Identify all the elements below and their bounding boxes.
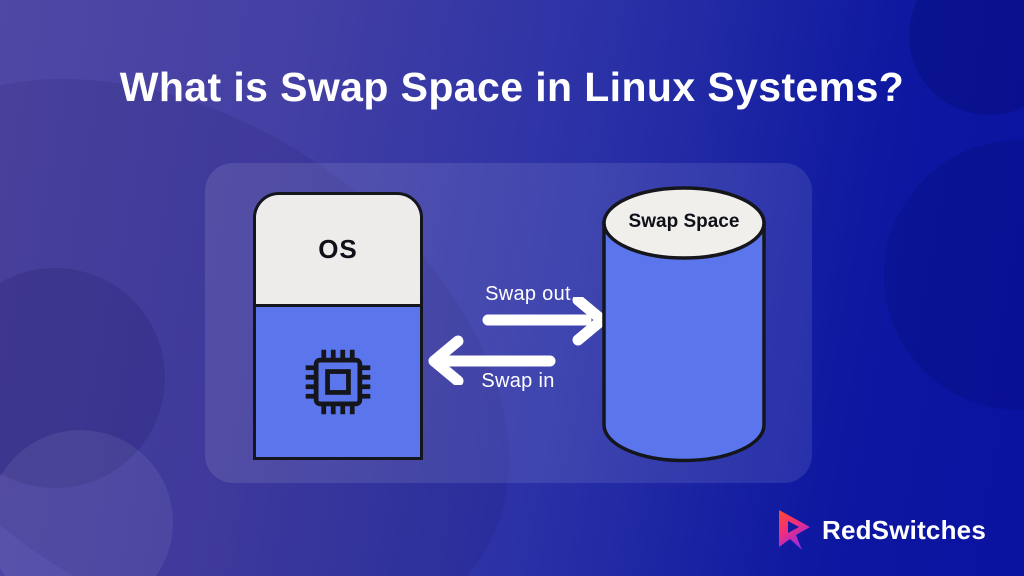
swap-out-arrow bbox=[482, 297, 608, 346]
cylinder-shape bbox=[602, 186, 766, 463]
brand-name: RedSwitches bbox=[821, 514, 986, 545]
swap-space-cylinder: Swap Space bbox=[601, 185, 767, 465]
page-title: What is Swap Space in Linux Systems? bbox=[119, 64, 905, 110]
cpu-chip-icon bbox=[305, 349, 371, 415]
swap-in-label: Swap in bbox=[481, 370, 555, 392]
os-label: OS bbox=[318, 234, 358, 264]
swap-out-label: Swap out bbox=[485, 283, 571, 305]
os-memory-block: OS bbox=[253, 192, 423, 460]
swap-arrows bbox=[428, 297, 608, 385]
redswitches-logo-icon bbox=[778, 510, 810, 550]
brand-logo: RedSwitches bbox=[776, 506, 986, 554]
diagram-panel: OS bbox=[205, 163, 812, 483]
swap-in-arrow bbox=[428, 335, 556, 385]
ram-section bbox=[256, 307, 420, 457]
decor-circle-right-mid bbox=[884, 140, 1024, 410]
os-section: OS bbox=[256, 195, 420, 307]
swap-space-label: Swap Space bbox=[628, 211, 740, 232]
